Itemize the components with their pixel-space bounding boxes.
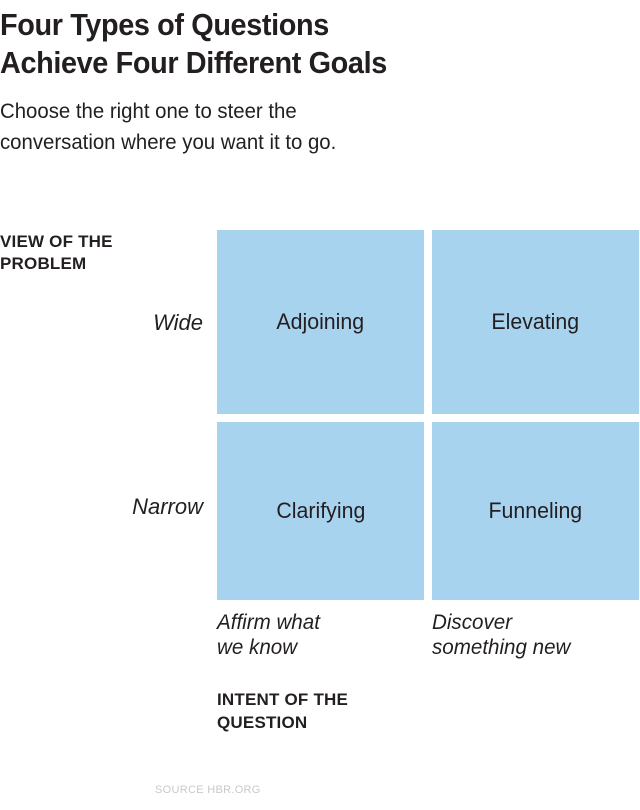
x-axis-title: INTENT OF THE QUESTION [217,690,349,732]
header: Four Types of Questions Achieve Four Dif… [0,0,640,158]
y-axis-tick-narrow: Narrow [132,494,203,519]
y-axis-tick-wide: Wide [153,310,203,335]
quadrant-elevating[interactable]: Elevating [432,230,639,414]
matrix-grid: Adjoining Elevating Clarifying Funneling [217,230,640,600]
y-axis-title: VIEW OF THE PROBLEM [0,232,113,273]
quadrant-label-elevating: Elevating [491,309,580,335]
page-subtitle: Choose the right one to steer the conver… [0,100,337,154]
quadrant-funneling[interactable]: Funneling [432,422,639,600]
page-title: Four Types of Questions Achieve Four Dif… [0,7,387,80]
quadrant-label-clarifying: Clarifying [276,498,365,524]
quadrant-clarifying[interactable]: Clarifying [217,422,424,600]
source-credit: SOURCE HBR.ORG [155,784,261,796]
quadrant-label-funneling: Funneling [488,498,583,524]
quadrant-adjoining[interactable]: Adjoining [217,230,424,414]
x-axis-tick-discover-something-new: Discover something new [432,611,571,659]
quadrant-label-adjoining: Adjoining [276,309,365,335]
x-axis-tick-affirm-what-we-know: Affirm what we know [217,611,320,659]
